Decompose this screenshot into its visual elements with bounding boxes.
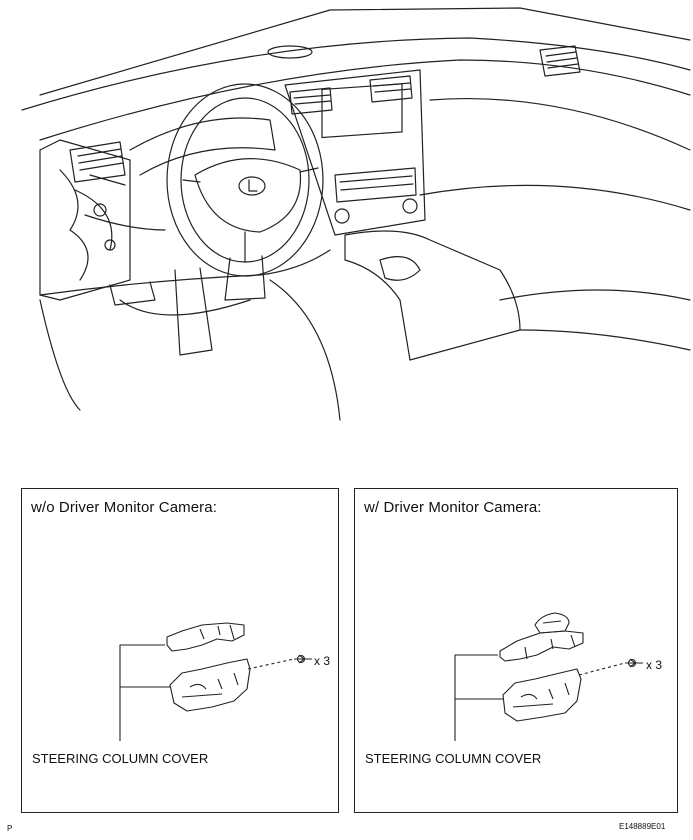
right-vent	[539, 45, 581, 77]
left-vent-slats	[77, 148, 124, 171]
panel-without-camera: w/o Driver Monitor Camera: x 3 STEERING …	[21, 488, 339, 813]
windshield-line	[39, 7, 691, 96]
right-vent-slats	[545, 51, 579, 69]
upper-column-cover	[166, 622, 245, 652]
screw-leader-line	[578, 662, 626, 676]
floor-line	[39, 299, 81, 411]
knob-right	[402, 198, 418, 214]
defroster-vent	[267, 45, 313, 59]
panel-title: w/ Driver Monitor Camera:	[364, 499, 542, 516]
seat-left-contour	[119, 279, 341, 421]
steering-wheel-rim-outer	[166, 83, 324, 277]
center-console	[344, 230, 521, 361]
pedal	[174, 267, 213, 356]
seat-right-contour	[499, 289, 691, 351]
panel-with-camera: w/ Driver Monitor Camera: x 3 STEERING C…	[354, 488, 678, 813]
panel-title: w/o Driver Monitor Camera:	[31, 499, 217, 516]
climate-buttons	[339, 175, 414, 191]
steering-spokes	[182, 167, 319, 263]
upper-column-cover	[499, 630, 584, 662]
lower-cover-detail	[181, 672, 239, 698]
center-vents	[289, 75, 413, 115]
shifter-area	[379, 256, 421, 281]
left-vent	[69, 141, 126, 183]
camera-lens	[542, 620, 562, 624]
gauge-hood	[129, 117, 276, 176]
dash-right-edge	[429, 98, 691, 151]
left-harness	[59, 169, 166, 281]
part-bracket	[119, 644, 170, 741]
screw-head	[627, 658, 637, 668]
dashboard-illustration	[21, 7, 691, 421]
left-connector	[93, 203, 107, 217]
lower-column-cover	[502, 668, 582, 722]
part-label: STEERING COLUMN COVER	[32, 751, 209, 766]
dash-upper-contour	[39, 59, 691, 141]
part-bracket	[454, 654, 503, 741]
center-stack	[284, 69, 426, 236]
figure-id: E148889E01	[619, 822, 666, 831]
lower-cover-detail	[512, 682, 570, 708]
lower-dash	[39, 249, 331, 296]
dash-top-edge	[21, 37, 691, 111]
upper-cover-detail	[199, 624, 235, 640]
lexus-emblem	[238, 176, 266, 196]
steering-wheel-hub	[194, 158, 302, 233]
screw-head	[296, 654, 306, 664]
knob-left	[334, 208, 350, 224]
page-marker: P	[7, 824, 13, 833]
left-connector-2	[104, 239, 116, 251]
part-label: STEERING COLUMN COVER	[365, 751, 542, 766]
driver-monitor-camera	[534, 612, 570, 634]
climate-controls	[334, 167, 417, 203]
lexus-emblem-l	[248, 179, 258, 192]
center-vent-slats	[293, 82, 412, 105]
screw-leader-line	[247, 658, 295, 670]
navigation-display	[321, 83, 403, 139]
upper-cover-detail	[524, 634, 576, 660]
steering-column	[224, 255, 266, 301]
screw-quantity: x 3	[314, 654, 331, 668]
knee-panel	[109, 281, 156, 306]
dash-right-lower	[419, 184, 691, 211]
lower-column-cover	[169, 658, 251, 712]
screw-quantity: x 3	[646, 658, 663, 672]
